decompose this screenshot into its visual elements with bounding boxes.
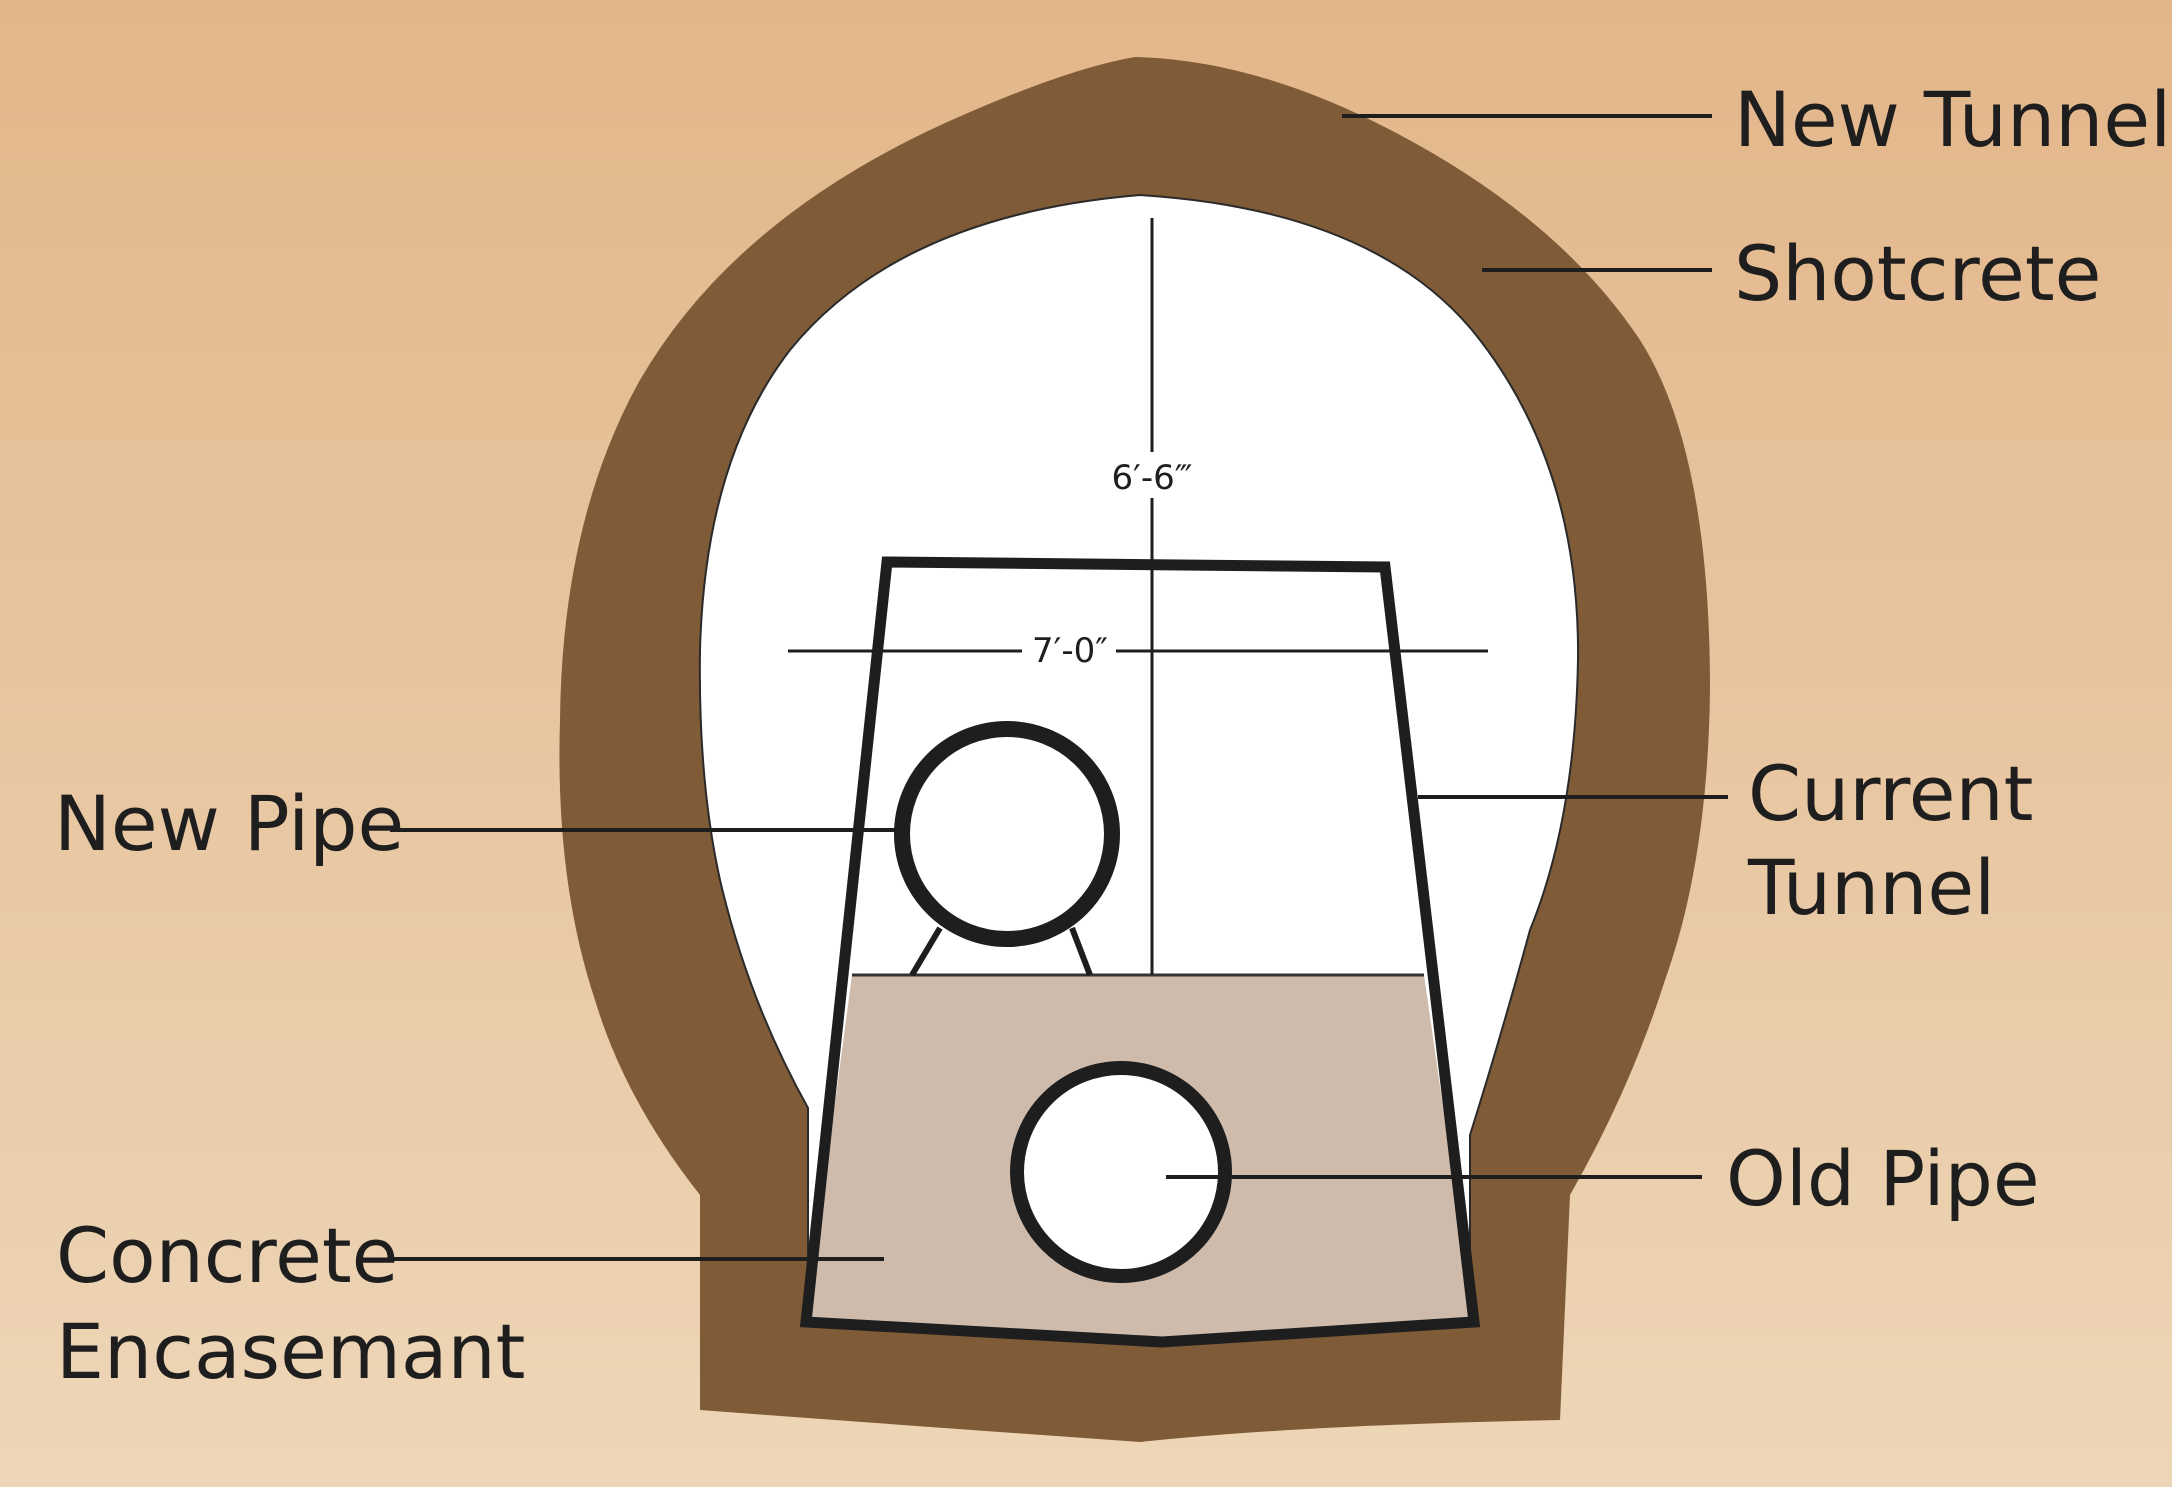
label-shotcrete: Shotcrete (1734, 229, 2101, 318)
label-old-pipe: Old Pipe (1726, 1134, 2040, 1223)
new-pipe-support-right (1069, 926, 1093, 977)
new-pipe-support-left (909, 926, 943, 977)
new-pipe (894, 721, 1120, 947)
height-label-backdrop (1112, 452, 1192, 498)
label-current-tunnel-line2: Tunnel (1747, 843, 1995, 932)
current-tunnel-outline (799, 556, 1481, 1348)
label-concrete-encasement-line1: Concrete (56, 1211, 398, 1300)
label-current-tunnel-line1: Current (1748, 749, 2033, 838)
label-concrete-encasement-line2: Encasemant (56, 1307, 525, 1396)
leader-lines (390, 114, 1728, 1261)
label-new-pipe: New Pipe (54, 779, 404, 868)
label-new-tunnel: New Tunnel (1734, 75, 2171, 164)
width-dimension-label: 7′-0″ (1032, 631, 1108, 671)
height-dimension-label: 6′-6‴ (1112, 458, 1193, 498)
old-pipe (1010, 1061, 1232, 1283)
